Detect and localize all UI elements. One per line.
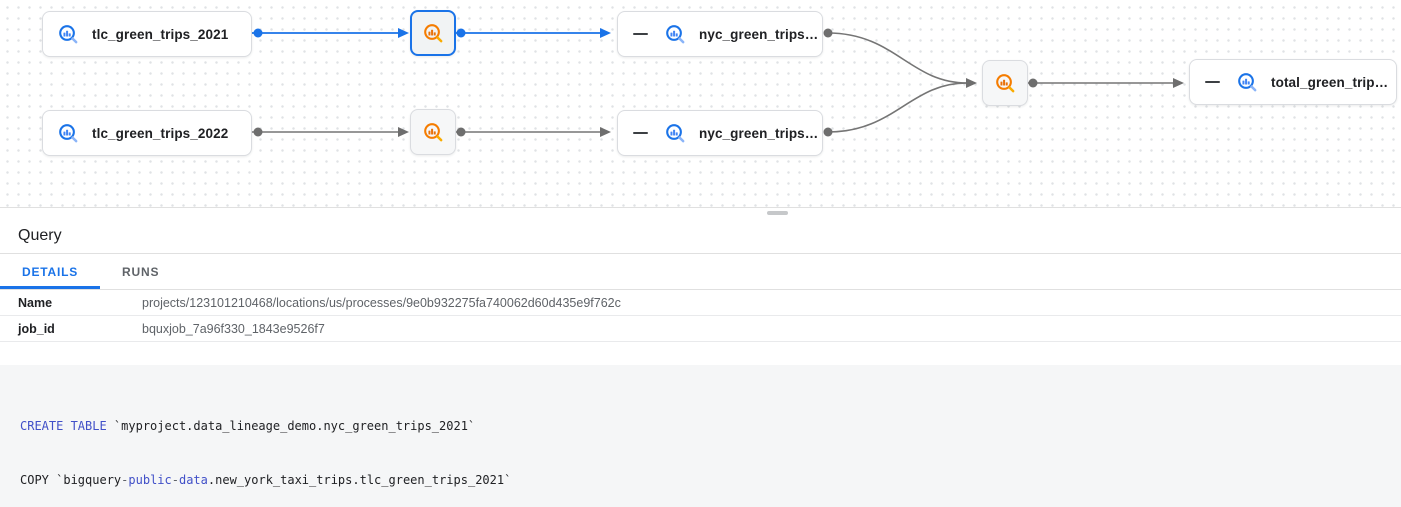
bigquery-table-icon <box>58 123 79 144</box>
node-process-2022[interactable] <box>410 109 456 155</box>
node-tlc-green-trips-2022[interactable]: tlc_green_trips_2022 <box>42 110 252 156</box>
sql-operator: - <box>121 473 129 487</box>
tab-details[interactable]: DETAILS <box>0 254 100 289</box>
edge-nyc2021-to-merge[interactable] <box>823 28 968 84</box>
sql-keyword: data <box>178 473 208 487</box>
node-process-merge[interactable] <box>982 60 1028 106</box>
collapse-minus-icon[interactable] <box>633 131 648 135</box>
lineage-edges <box>252 28 1184 137</box>
edge-tlc2021-to-process[interactable] <box>252 28 409 38</box>
bigquery-table-icon <box>58 24 79 45</box>
node-nyc-green-trips-2022[interactable]: nyc_green_trips… <box>617 110 823 156</box>
panel-spacer <box>0 342 1401 365</box>
sql-line-1: CREATE TABLE `myproject.data_lineage_dem… <box>20 417 1381 435</box>
detail-value: bquxjob_7a96f330_1843e9526f7 <box>142 321 325 336</box>
sql-keyword: public <box>128 473 172 487</box>
sql-code-block: CREATE TABLE `myproject.data_lineage_dem… <box>0 365 1401 507</box>
detail-label: job_id <box>18 321 55 336</box>
node-label: tlc_green_trips_2021 <box>92 26 229 42</box>
node-label: tlc_green_trips_2022 <box>92 125 229 141</box>
sql-text: COPY `bigquery <box>20 473 122 487</box>
bigquery-table-icon <box>1237 72 1258 93</box>
bigquery-process-icon <box>423 122 444 143</box>
node-label: nyc_green_trips… <box>699 125 819 141</box>
node-process-2021[interactable] <box>410 10 456 56</box>
node-label: nyc_green_trips… <box>699 26 819 42</box>
sql-line-2: COPY `bigquery-public-data.new_york_taxi… <box>20 471 1381 489</box>
sql-text: `myproject.data_lineage_demo.nyc_green_t… <box>106 419 476 433</box>
tab-bar: DETAILS RUNS <box>0 254 1401 290</box>
bigquery-table-icon <box>665 123 686 144</box>
detail-row-name: Name projects/123101210468/locations/us/… <box>0 290 1401 316</box>
tab-runs[interactable]: RUNS <box>122 264 160 279</box>
panel-title: Query <box>0 218 1401 254</box>
edge-merge-to-total[interactable] <box>1028 78 1184 88</box>
detail-value: projects/123101210468/locations/us/proce… <box>142 295 621 310</box>
node-total-green-trips[interactable]: total_green_trip… <box>1189 59 1397 105</box>
edge-process-to-nyc2021[interactable] <box>456 28 611 38</box>
panel-resize-splitter[interactable] <box>0 208 1401 218</box>
bigquery-process-icon <box>995 73 1016 94</box>
edge-tlc2022-to-process[interactable] <box>252 127 409 137</box>
collapse-minus-icon[interactable] <box>633 32 648 36</box>
sql-keyword: CREATE TABLE <box>20 419 107 433</box>
node-tlc-green-trips-2021[interactable]: tlc_green_trips_2021 <box>42 11 252 57</box>
bigquery-process-icon <box>423 23 444 44</box>
collapse-minus-icon[interactable] <box>1205 80 1220 84</box>
edge-process-to-nyc2022[interactable] <box>456 127 611 137</box>
sql-operator: - <box>171 473 179 487</box>
detail-label: Name <box>18 295 53 310</box>
bigquery-table-icon <box>665 24 686 45</box>
drag-handle[interactable] <box>767 211 788 215</box>
node-nyc-green-trips-2021[interactable]: nyc_green_trips… <box>617 11 823 57</box>
detail-row-job-id: job_id bquxjob_7a96f330_1843e9526f7 <box>0 316 1401 342</box>
lineage-canvas[interactable]: tlc_green_trips_2021 nyc_green_trips… tl… <box>0 0 1401 208</box>
sql-text: .new_york_taxi_trips.tlc_green_trips_202… <box>207 473 512 487</box>
node-label: total_green_trip… <box>1271 74 1389 90</box>
edge-nyc2022-to-merge[interactable] <box>823 78 978 137</box>
